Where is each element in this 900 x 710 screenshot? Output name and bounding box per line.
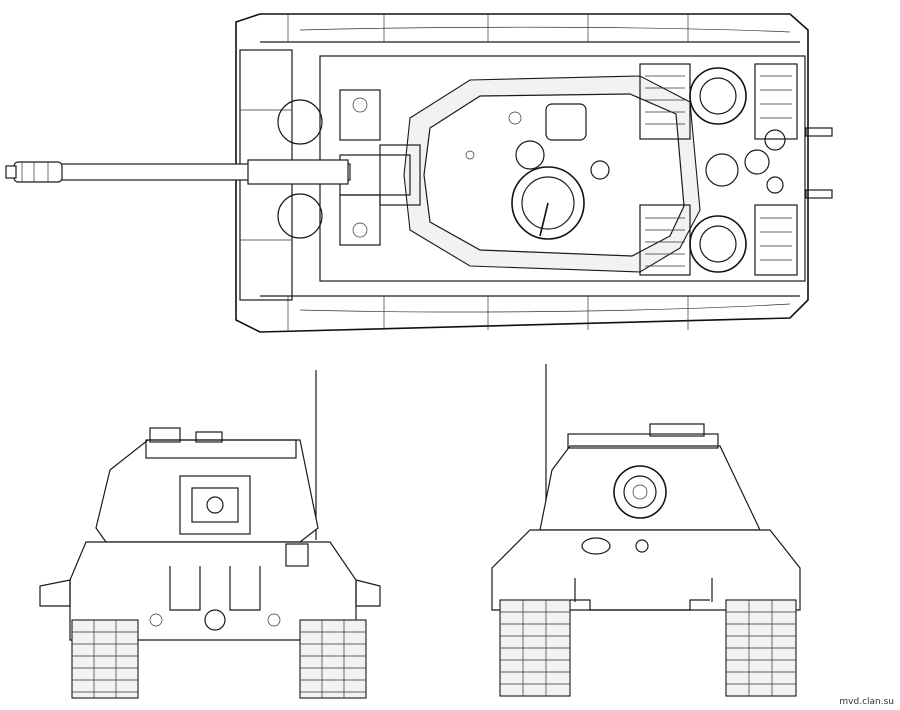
exhaust-left — [805, 127, 833, 137]
fan-grille-bottom — [689, 215, 747, 273]
rear-turret-hatch — [613, 465, 667, 519]
commander-cupola — [511, 166, 585, 240]
driver-hatch — [277, 99, 323, 145]
watermark-text: mvd.clan.su — [839, 697, 894, 707]
exhaust-right — [805, 189, 833, 199]
engine-deck — [639, 63, 798, 276]
hull-outline — [235, 13, 809, 333]
front-track-right — [299, 619, 367, 699]
front-track-left — [71, 619, 139, 699]
radio-operator-hatch — [277, 193, 323, 239]
front-turret — [95, 439, 319, 543]
rear-view — [491, 364, 801, 697]
main-gun — [5, 159, 351, 185]
rear-hull — [491, 529, 801, 611]
front-drive-hub — [204, 609, 226, 631]
top-view — [5, 13, 833, 333]
rear-turret — [539, 445, 761, 531]
front-view — [39, 370, 381, 699]
fan-grille-top — [689, 67, 747, 125]
loader-hatch — [545, 103, 587, 141]
